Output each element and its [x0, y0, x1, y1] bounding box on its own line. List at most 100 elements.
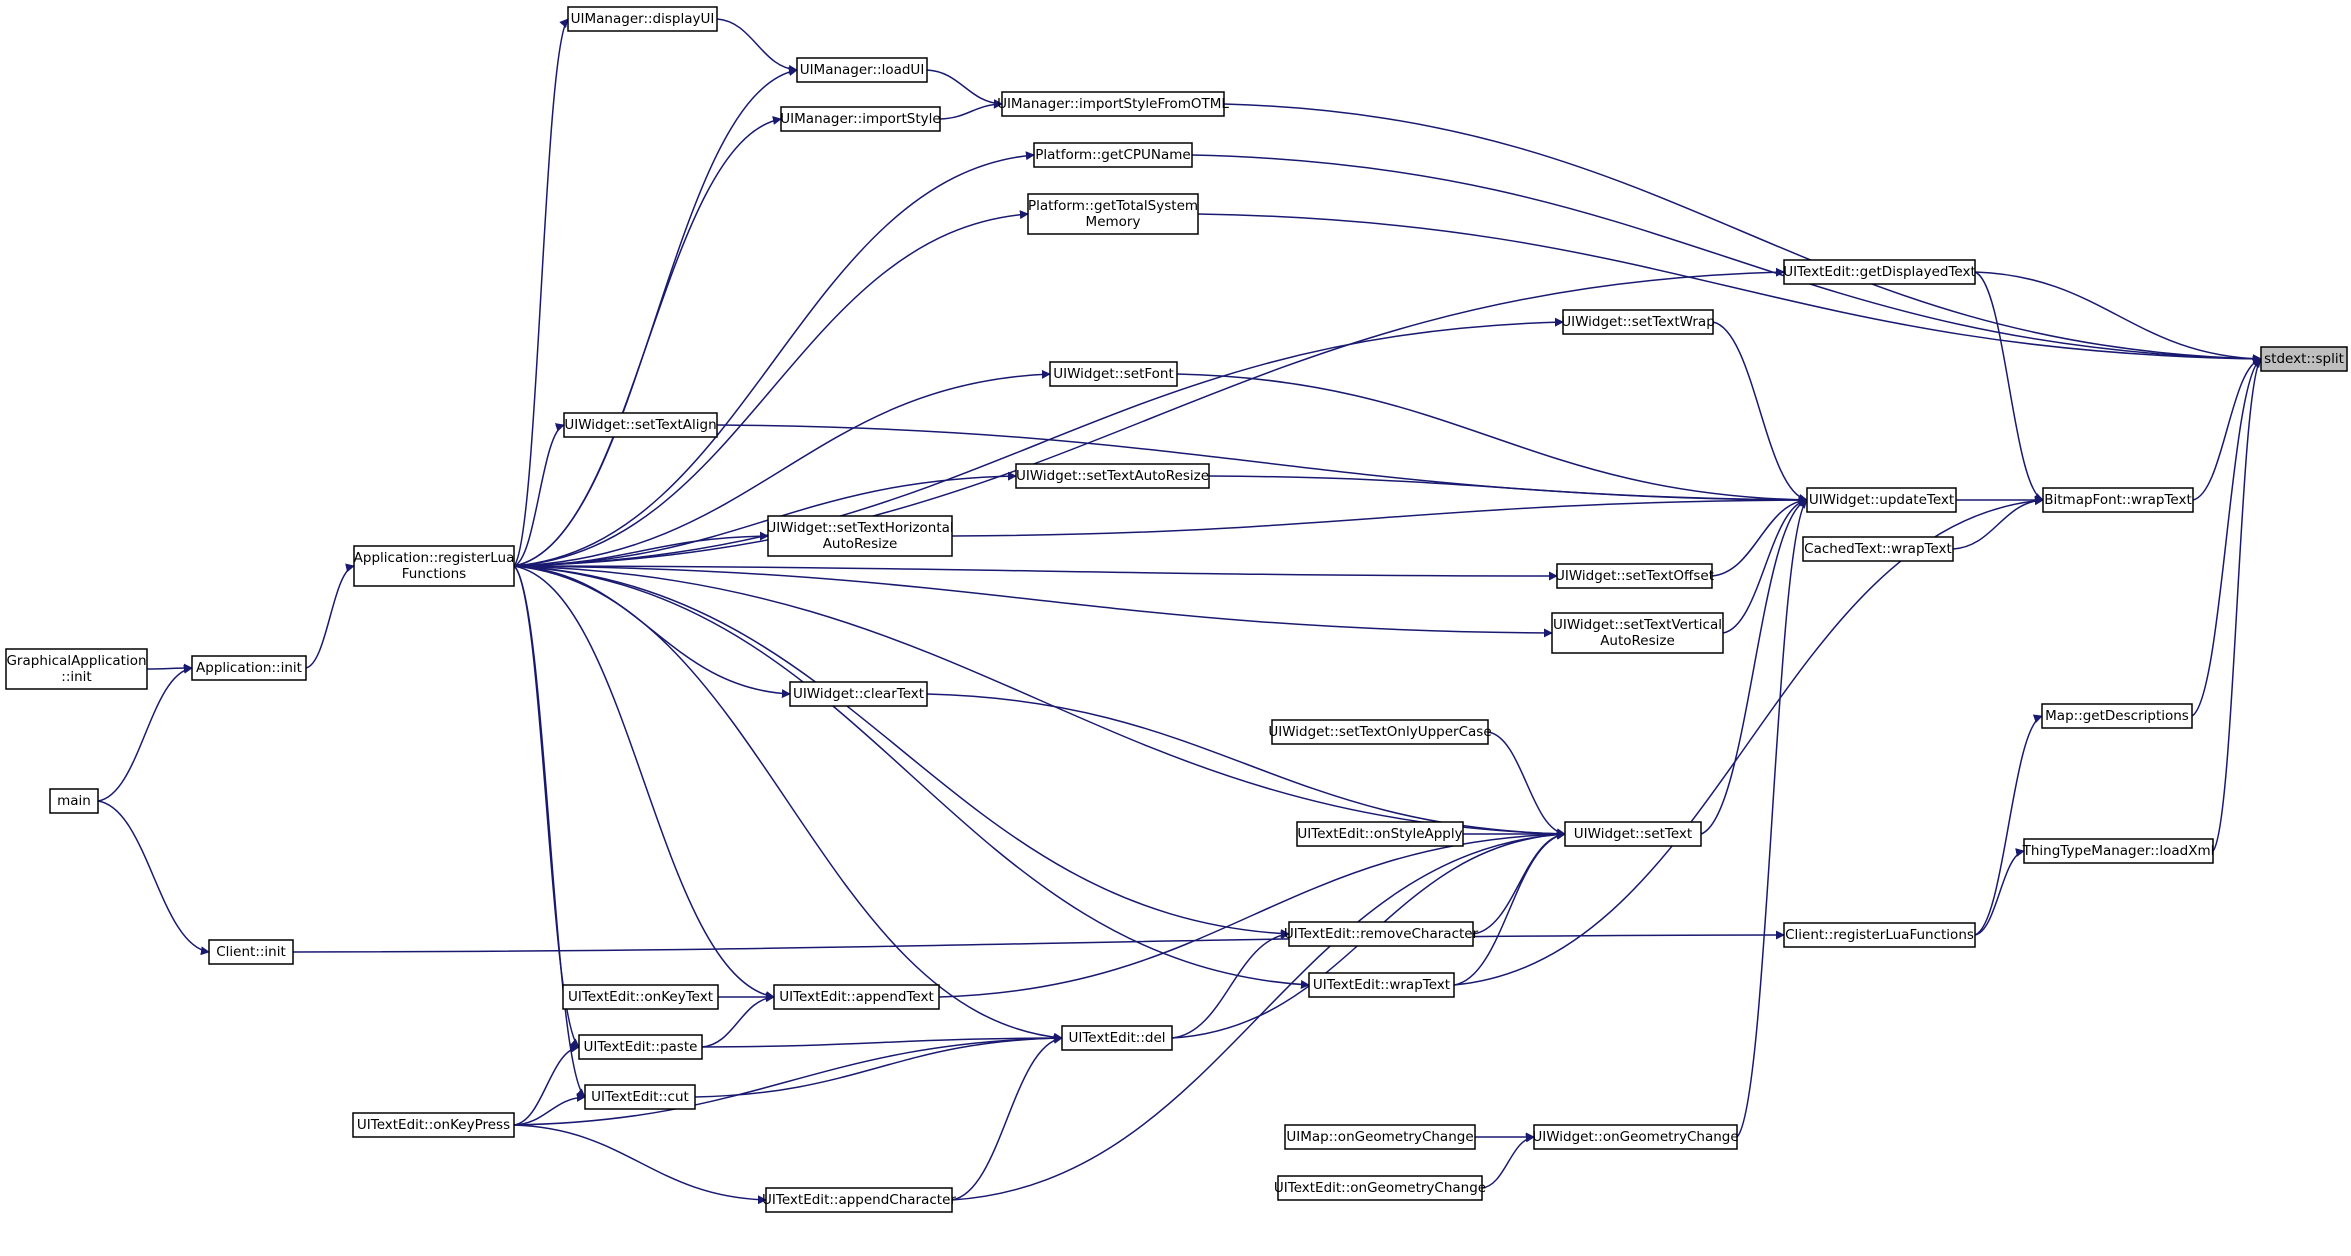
node-uiMapOnGeometryChange[interactable]: UIMap::onGeometryChange: [1284, 1124, 1476, 1150]
node-getCPUName[interactable]: Platform::getCPUName: [1033, 142, 1193, 168]
node-label: Map::getDescriptions: [2045, 708, 2189, 724]
edge-teWrapText-to-setText: [1453, 830, 1566, 986]
node-getDisplayedText[interactable]: UITextEdit::getDisplayedText: [1783, 259, 1976, 285]
node-box: [1271, 719, 1489, 745]
node-loadUI[interactable]: UIManager::loadUI: [796, 57, 928, 83]
node-box: [584, 1084, 696, 1110]
node-setTextAutoResize[interactable]: UIWidget::setTextAutoResize: [1015, 463, 1210, 489]
node-label: main: [57, 793, 91, 809]
node-label: UIWidget::setTextOffset: [1555, 568, 1714, 584]
node-label: UIManager::importStyle: [780, 111, 940, 127]
edge-teOnGeometryChange-to-widgetOnGeometryChange: [1481, 1133, 1535, 1189]
node-updateText[interactable]: UIWidget::updateText: [1806, 487, 1957, 513]
node-label: UIWidget::setTextVertical: [1553, 617, 1722, 633]
edge-paste-to-del: [701, 1033, 1063, 1048]
node-label: UITextEdit::getDisplayedText: [1783, 264, 1976, 280]
node-cut[interactable]: UITextEdit::cut: [584, 1084, 696, 1110]
edge-bfWrapText-to-split: [2192, 356, 2262, 501]
node-box: [1562, 309, 1714, 335]
node-del[interactable]: UITextEdit::del: [1061, 1025, 1173, 1051]
node-label: UIMap::onGeometryChange: [1286, 1129, 1473, 1145]
node-onKeyPress[interactable]: UITextEdit::onKeyPress: [352, 1112, 515, 1138]
edge-registerLuaFunctions-to-setTextAlign: [513, 423, 565, 567]
node-setTextWrap[interactable]: UIWidget::setTextWrap: [1561, 309, 1715, 335]
node-label: Platform::getCPUName: [1035, 147, 1190, 163]
node-box: [789, 681, 928, 707]
node-paste[interactable]: UITextEdit::paste: [578, 1034, 703, 1060]
edges-layer: [97, 18, 2262, 1205]
node-appendText[interactable]: UITextEdit::appendText: [773, 984, 940, 1010]
node-label: UIWidget::setTextWrap: [1561, 314, 1715, 330]
edge-setTextAutoResize-to-updateText: [1208, 475, 1808, 505]
node-teOnGeometryChange[interactable]: UITextEdit::onGeometryChange: [1274, 1175, 1486, 1201]
node-onKeyText[interactable]: UITextEdit::onKeyText: [562, 984, 719, 1010]
node-loadXml[interactable]: ThingTypeManager::loadXml: [2022, 838, 2215, 864]
edge-registerLuaFunctions-to-getTotalSystemMemory: [513, 210, 1029, 567]
node-box: [567, 6, 718, 32]
node-label: ThingTypeManager::loadXml: [2022, 843, 2215, 859]
node-clientInit[interactable]: Client::init: [208, 939, 294, 965]
node-setTextOffset[interactable]: UIWidget::setTextOffset: [1555, 563, 1714, 589]
edge-setTextVerticalAutoResize-to-updateText: [1722, 496, 1808, 634]
node-label: UIWidget::clearText: [793, 686, 924, 702]
node-registerLuaFunctions[interactable]: Application::registerLuaFunctions: [353, 545, 515, 587]
node-label: ::init: [61, 669, 91, 685]
edge-setTextAlign-to-updateText: [716, 424, 1808, 505]
node-label: UITextEdit::appendText: [779, 989, 934, 1005]
node-importStyleFromOTML[interactable]: UIManager::importStyleFromOTML: [997, 91, 1229, 117]
node-label: Application::init: [196, 660, 302, 676]
node-box: [780, 106, 941, 132]
edge-registerLuaFunctions-to-del: [513, 565, 1063, 1042]
node-widgetOnGeometryChange[interactable]: UIWidget::onGeometryChange: [1532, 1124, 1739, 1150]
node-label: GraphicalApplication: [6, 653, 146, 669]
node-label: UIWidget::setFont: [1053, 366, 1174, 382]
node-bfWrapText[interactable]: BitmapFont::wrapText: [2042, 487, 2194, 513]
node-label: UITextEdit::onKeyPress: [357, 1117, 510, 1133]
node-clientRegisterLua[interactable]: Client::registerLuaFunctions: [1783, 922, 1976, 948]
edge-gfxAppInit-to-appInit: [146, 663, 193, 673]
node-onStyleApply[interactable]: UITextEdit::onStyleApply: [1296, 821, 1464, 847]
node-split[interactable]: stdext::split: [2260, 346, 2348, 372]
node-box: [2023, 838, 2214, 864]
node-cachedWrapText[interactable]: CachedText::wrapText: [1802, 536, 1954, 562]
node-label: UIManager::importStyleFromOTML: [997, 96, 1229, 112]
edge-registerLuaFunctions-to-importStyle: [513, 116, 782, 567]
node-removeCharacter[interactable]: UITextEdit::removeCharacter: [1284, 921, 1479, 947]
node-box: [352, 1112, 515, 1138]
edge-loadUI-to-importStyleFromOTML: [926, 69, 1003, 109]
node-appendCharacter[interactable]: UITextEdit::appendCharacter: [762, 1187, 956, 1213]
node-setFont[interactable]: UIWidget::setFont: [1049, 361, 1178, 387]
edge-registerLuaFunctions-to-appendText: [513, 565, 775, 1000]
edge-registerLuaFunctions-to-getDisplayedText: [513, 267, 1785, 567]
edge-importStyleFromOTML-to-split: [1223, 103, 2262, 364]
node-main[interactable]: main: [49, 788, 99, 814]
node-box: [1277, 1175, 1483, 1201]
node-gfxAppInit[interactable]: GraphicalApplication::init: [5, 648, 148, 690]
edge-setTextWrap-to-updateText: [1712, 321, 1808, 503]
node-label: UIManager::loadUI: [800, 62, 925, 78]
edge-main-to-clientInit: [97, 800, 210, 956]
node-box: [2041, 703, 2193, 729]
node-importStyle[interactable]: UIManager::importStyle: [780, 106, 941, 132]
node-box: [1284, 1124, 1476, 1150]
node-setText[interactable]: UIWidget::setText: [1564, 821, 1702, 847]
node-label: UITextEdit::wrapText: [1313, 977, 1450, 993]
node-label: UIManager::displayUI: [571, 11, 715, 27]
node-setTextOnlyUpperCase[interactable]: UIWidget::setTextOnlyUpperCase: [1268, 719, 1492, 745]
node-clearText[interactable]: UIWidget::clearText: [789, 681, 928, 707]
node-setTextAlign[interactable]: UIWidget::setTextAlign: [563, 412, 718, 438]
node-box: [1783, 922, 1976, 948]
node-label: UITextEdit::removeCharacter: [1284, 926, 1479, 942]
edge-getCPUName-to-split: [1191, 154, 2262, 364]
node-box: [1308, 972, 1455, 998]
node-teWrapText[interactable]: UITextEdit::wrapText: [1308, 972, 1455, 998]
node-box: [5, 648, 148, 690]
node-getDescriptions[interactable]: Map::getDescriptions: [2041, 703, 2193, 729]
node-appInit[interactable]: Application::init: [191, 655, 307, 681]
node-displayUI[interactable]: UIManager::displayUI: [567, 6, 718, 32]
edge-widgetOnGeometryChange-to-updateText: [1736, 499, 1808, 1138]
edge-importStyle-to-importStyleFromOTML: [939, 99, 1003, 120]
